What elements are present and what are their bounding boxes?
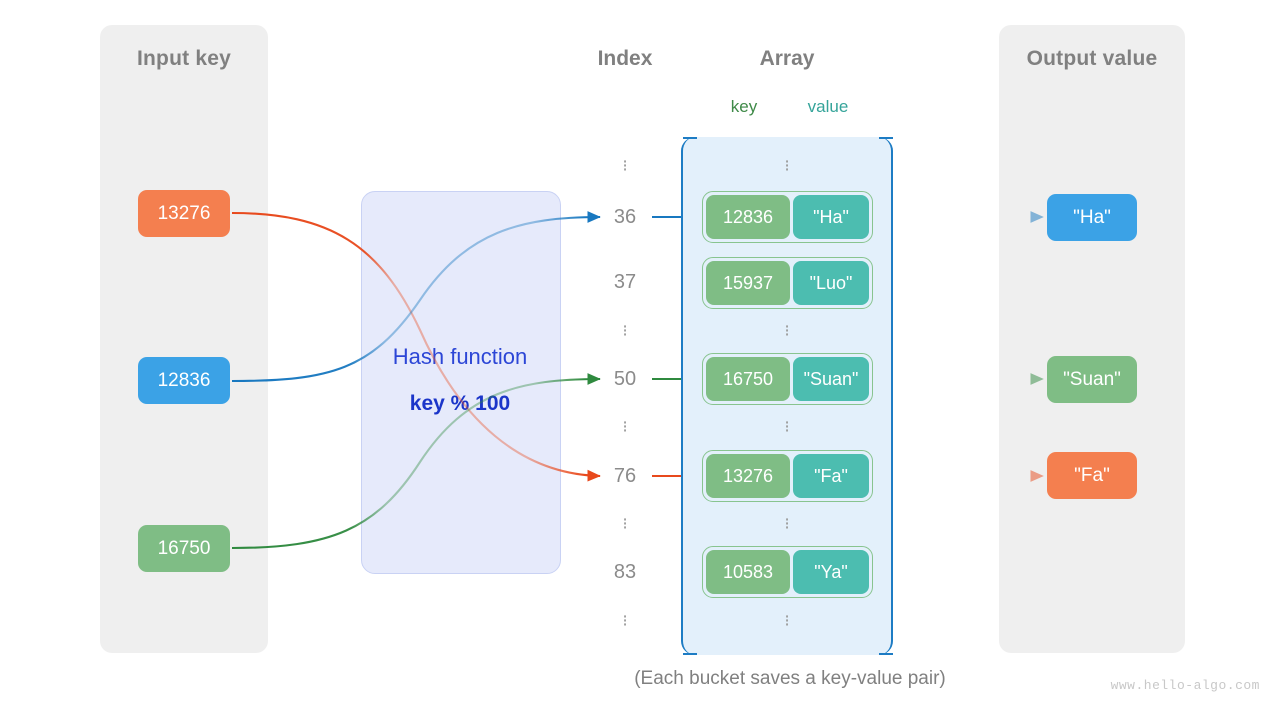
output-value-chip-2[interactable]: "Suan"	[1047, 356, 1137, 403]
hash-function-formula: key % 100	[409, 392, 511, 415]
key-subheading: key	[730, 97, 758, 116]
array-bracket-tip-bl	[683, 653, 697, 655]
bucket-key-cell: 10583	[706, 550, 790, 594]
array-column-heading: Array	[759, 47, 815, 70]
bucket-row[interactable]: 10583 "Ya"	[702, 546, 873, 598]
bucket-row[interactable]: 13276 "Fa"	[702, 450, 873, 502]
bucket-key-cell: 12836	[706, 195, 790, 239]
index-ellipsis-1: ···	[621, 151, 629, 180]
input-key-chip-3[interactable]: 16750	[138, 525, 230, 572]
bucket-row[interactable]: 12836 "Ha"	[702, 191, 873, 243]
diagram-caption: (Each bucket saves a key-value pair)	[634, 668, 946, 689]
output-value-panel: Output value	[999, 25, 1185, 653]
bucket-key-cell: 13276	[706, 454, 790, 498]
output-value-chip-3[interactable]: "Fa"	[1047, 452, 1137, 499]
array-bracket-tip-br	[879, 653, 893, 655]
input-key-chip-2[interactable]: 12836	[138, 357, 230, 404]
hash-function-label: Hash function	[392, 344, 528, 369]
array-bracket-tip-tl	[683, 137, 697, 139]
index-label-76: 76	[613, 465, 637, 487]
value-subheading: value	[807, 97, 849, 116]
index-label-83: 83	[613, 561, 637, 583]
array-ellipsis-1: ···	[783, 151, 791, 180]
index-label-37: 37	[613, 271, 637, 293]
bucket-value-cell: "Luo"	[793, 261, 869, 305]
index-ellipsis-3: ···	[621, 412, 629, 441]
bucket-value-cell: "Ya"	[793, 550, 869, 594]
bucket-row[interactable]: 15937 "Luo"	[702, 257, 873, 309]
bucket-key-cell: 16750	[706, 357, 790, 401]
output-value-chip-1[interactable]: "Ha"	[1047, 194, 1137, 241]
input-key-chip-1[interactable]: 13276	[138, 190, 230, 237]
bucket-row[interactable]: 16750 "Suan"	[702, 353, 873, 405]
index-column-heading: Index	[597, 47, 653, 70]
input-key-panel-title: Input key	[137, 47, 231, 70]
bucket-value-cell: "Fa"	[793, 454, 869, 498]
index-label-50: 50	[613, 368, 637, 390]
hash-function-box	[361, 191, 561, 574]
array-bracket-tip-tr	[879, 137, 893, 139]
array-ellipsis-4: ···	[783, 509, 791, 538]
bucket-value-cell: "Ha"	[793, 195, 869, 239]
array-ellipsis-2: ···	[783, 316, 791, 345]
index-label-36: 36	[613, 206, 637, 228]
site-watermark: www.hello-algo.com	[1110, 678, 1260, 693]
bucket-key-cell: 15937	[706, 261, 790, 305]
bucket-value-cell: "Suan"	[793, 357, 869, 401]
index-ellipsis-5: ···	[621, 606, 629, 635]
array-ellipsis-3: ···	[783, 412, 791, 441]
output-value-panel-title: Output value	[1026, 47, 1158, 70]
array-ellipsis-5: ···	[783, 606, 791, 635]
index-ellipsis-2: ···	[621, 316, 629, 345]
index-ellipsis-4: ···	[621, 509, 629, 538]
